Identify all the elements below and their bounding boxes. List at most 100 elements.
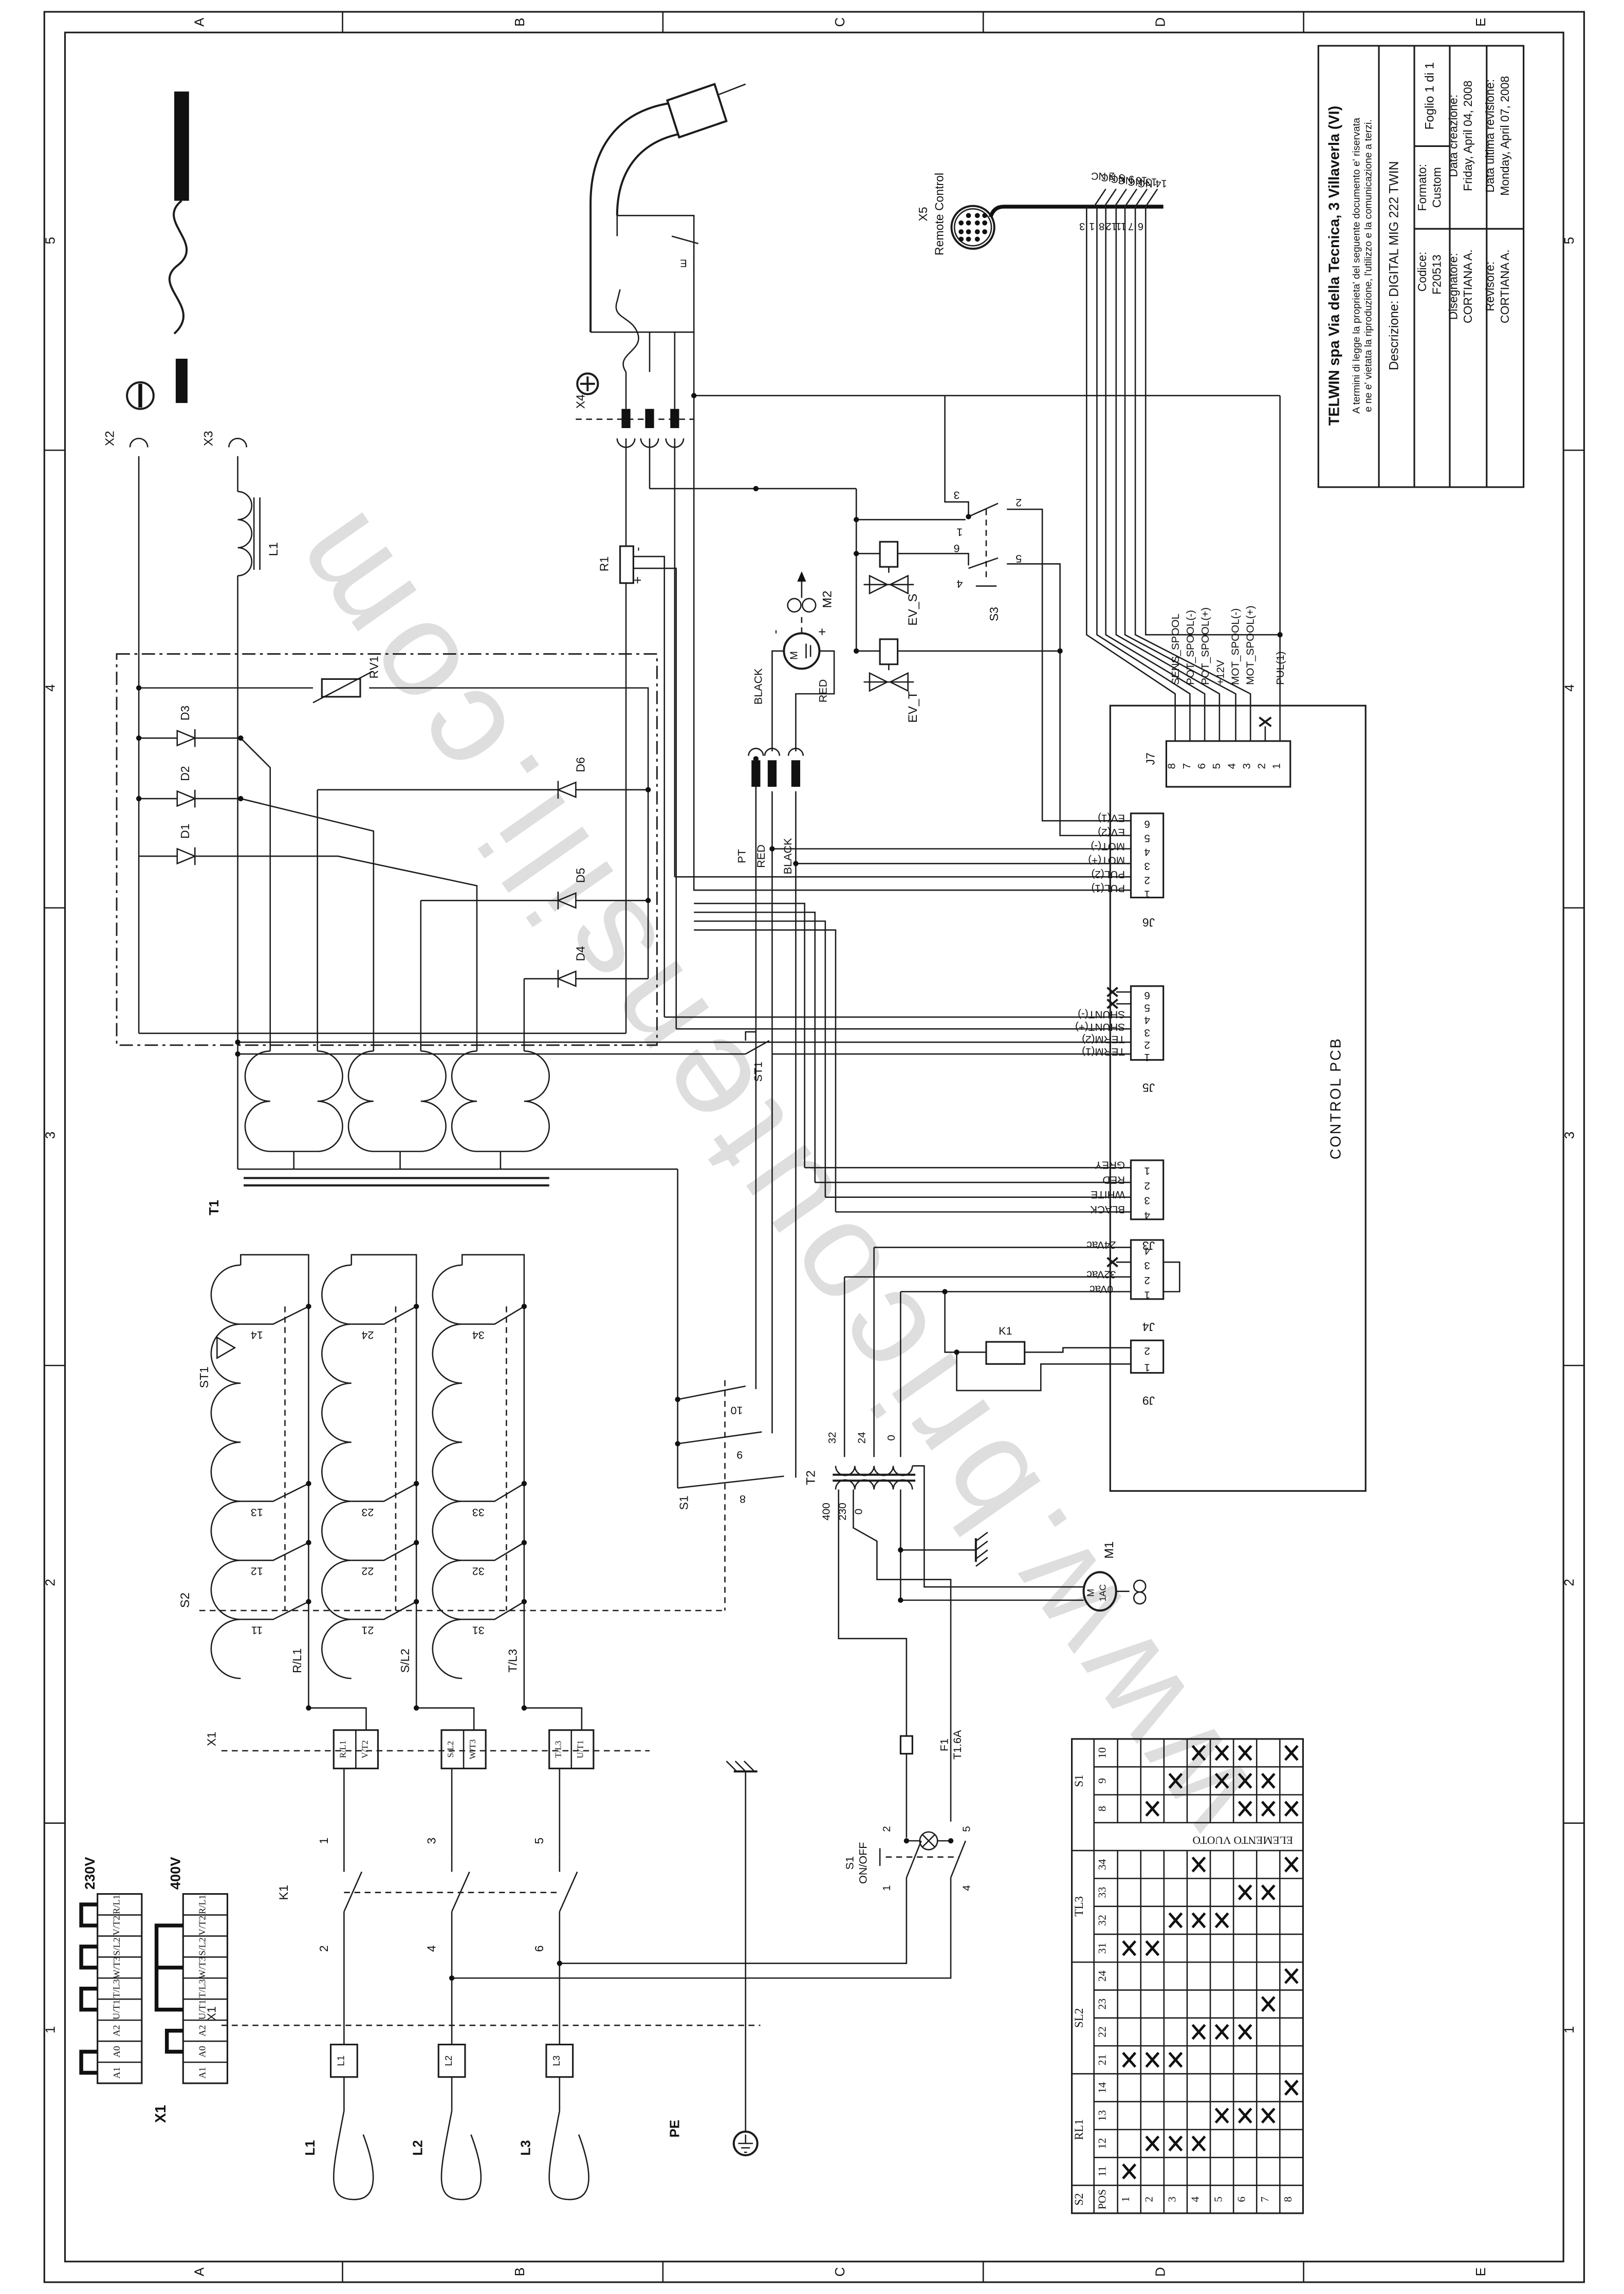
- table-group-3: RL1: [1073, 2119, 1085, 2140]
- frame-row-left-2: 3: [43, 1132, 58, 1139]
- dot-38: [898, 1547, 903, 1553]
- x1-cell-400V-2: S/L2: [197, 1937, 207, 1956]
- j6-signal-2: MOT(-): [1091, 840, 1125, 852]
- x1-cell-400V-0: R/L1: [197, 1895, 207, 1914]
- s1-onoff-ref: S1: [843, 1856, 856, 1870]
- s1-pin4: 4: [961, 1885, 972, 1891]
- j4-label: J4: [1142, 1320, 1155, 1334]
- j3-pin-1: 2: [1144, 1180, 1150, 1192]
- j7-label: J7: [1143, 752, 1157, 765]
- descrizione: Descrizione: DIGITAL MIG 222 TWIN: [1387, 161, 1401, 371]
- table-pos-3: 3: [1166, 2196, 1178, 2202]
- creazione-value: Friday, April 04, 2008: [1461, 81, 1474, 191]
- dot-26: [413, 1599, 419, 1604]
- table-pin-33: 33: [1096, 1887, 1109, 1898]
- m2-m: M: [788, 651, 800, 660]
- t2-sec-tap-1: 24: [856, 1432, 868, 1444]
- trigger-e-label: E: [680, 257, 687, 269]
- table-pin-10: 10: [1096, 1747, 1109, 1759]
- evs-valve-icon: [863, 575, 914, 595]
- term-ut1: U/T1: [576, 1740, 585, 1758]
- dot-16: [235, 1039, 241, 1045]
- x2-label: X2: [103, 431, 117, 446]
- s1-range-pin-2: 8: [740, 1493, 746, 1505]
- frame-col-top-4: E: [1474, 17, 1488, 26]
- k1-relay-coil: [985, 1341, 1026, 1365]
- table-pin-13: 13: [1096, 2110, 1109, 2121]
- dot-25: [413, 1540, 419, 1546]
- x5-dot-12: [966, 236, 971, 242]
- dot-0: [136, 685, 142, 691]
- dot-12: [769, 846, 775, 852]
- dot-8: [854, 516, 859, 523]
- table-pin-14: 14: [1096, 2082, 1109, 2094]
- x5-pin-4: 11: [1116, 220, 1127, 232]
- x5-label: X5: [916, 207, 930, 221]
- table-pin-24: 24: [1096, 1970, 1109, 1982]
- table-pos-8: 8: [1282, 2196, 1294, 2202]
- x5-dot-6: [982, 220, 987, 226]
- j7-pin-4: 4: [1226, 763, 1238, 769]
- j5-pin-1: 5: [1144, 1002, 1150, 1014]
- x5-nc-5: 14 NC: [1138, 177, 1167, 189]
- x1-cell-230V-5: U/T1: [112, 2000, 122, 2020]
- dot-21: [306, 1540, 311, 1546]
- d3-label: D3: [178, 706, 192, 720]
- k1-bot-pin-2: 6: [532, 1945, 546, 1952]
- d1-label: D1: [178, 824, 192, 839]
- s1-pin2: 2: [881, 1826, 893, 1832]
- x5-pin-1: 1: [1089, 220, 1095, 232]
- filter-1: L2: [443, 2056, 454, 2066]
- dot-3: [238, 735, 244, 741]
- dot-6: [645, 898, 651, 903]
- t2-pri-tap-1: 230: [837, 1503, 848, 1521]
- dot-36: [942, 1289, 948, 1294]
- frame-col-bottom-1: B: [513, 2267, 527, 2276]
- x5-nc-2: 9 NC: [1111, 173, 1135, 184]
- t1-tap-s-1: 23: [361, 1506, 374, 1519]
- dot-22: [306, 1599, 311, 1604]
- r1-minus: -: [631, 547, 645, 551]
- dot-31: [306, 1705, 311, 1711]
- j3-pin-0: 1: [1144, 1165, 1150, 1177]
- m2-fan-icon: [787, 598, 802, 613]
- k1-label: K1: [277, 1885, 291, 1900]
- x3-label: X3: [202, 431, 216, 446]
- x5-dot-8: [966, 229, 971, 234]
- revisore-label: Revisore:: [1483, 262, 1497, 311]
- dot-15: [1277, 632, 1283, 638]
- title-block: TELWIN spa Via della Tecnica, 3 Villaver…: [1317, 45, 1525, 488]
- dot-34: [557, 1960, 562, 1966]
- x5-pin-5: 7: [1128, 220, 1134, 232]
- codice-label: Codice:: [1415, 252, 1429, 292]
- j3-signal-1: RED: [1102, 1174, 1125, 1186]
- evs-coil: [879, 541, 899, 568]
- j7-pin-1: 7: [1181, 763, 1193, 769]
- j5-pin-0: 6: [1144, 989, 1150, 1001]
- line-label-0: L1: [303, 2140, 318, 2156]
- m1-1ac: 1AC: [1098, 1584, 1108, 1602]
- term-sl2: S/L2: [446, 1741, 455, 1757]
- f1-rating: T1.6A: [951, 1730, 964, 1760]
- dot-33: [521, 1705, 527, 1711]
- evs-label: EV_S: [906, 594, 920, 625]
- x5-pin-2: 8: [1099, 220, 1104, 232]
- t1-tap-t-1: 33: [472, 1506, 485, 1519]
- x4-connector: X4: [574, 372, 694, 877]
- table-pin-12: 12: [1096, 2138, 1109, 2149]
- t1-tap-r-1: 13: [251, 1506, 263, 1519]
- m1-m: M: [1085, 1589, 1096, 1597]
- j5-signal-2: TERM(2): [1082, 1033, 1125, 1045]
- creazione-label: Data creazione:: [1446, 95, 1460, 177]
- f1-fuse: [899, 1735, 913, 1755]
- dot-37: [954, 1349, 959, 1355]
- x1-cell-400V-7: A0: [197, 2046, 207, 2057]
- evt-valve-icon: [863, 672, 914, 692]
- junction-dots: [136, 393, 1283, 1981]
- table-pos-7: 7: [1259, 2196, 1271, 2202]
- x5-nc-4: 13 NC: [1128, 176, 1157, 188]
- formato-label: Formato:: [1415, 164, 1429, 211]
- table-group-2: SL2: [1073, 2008, 1085, 2028]
